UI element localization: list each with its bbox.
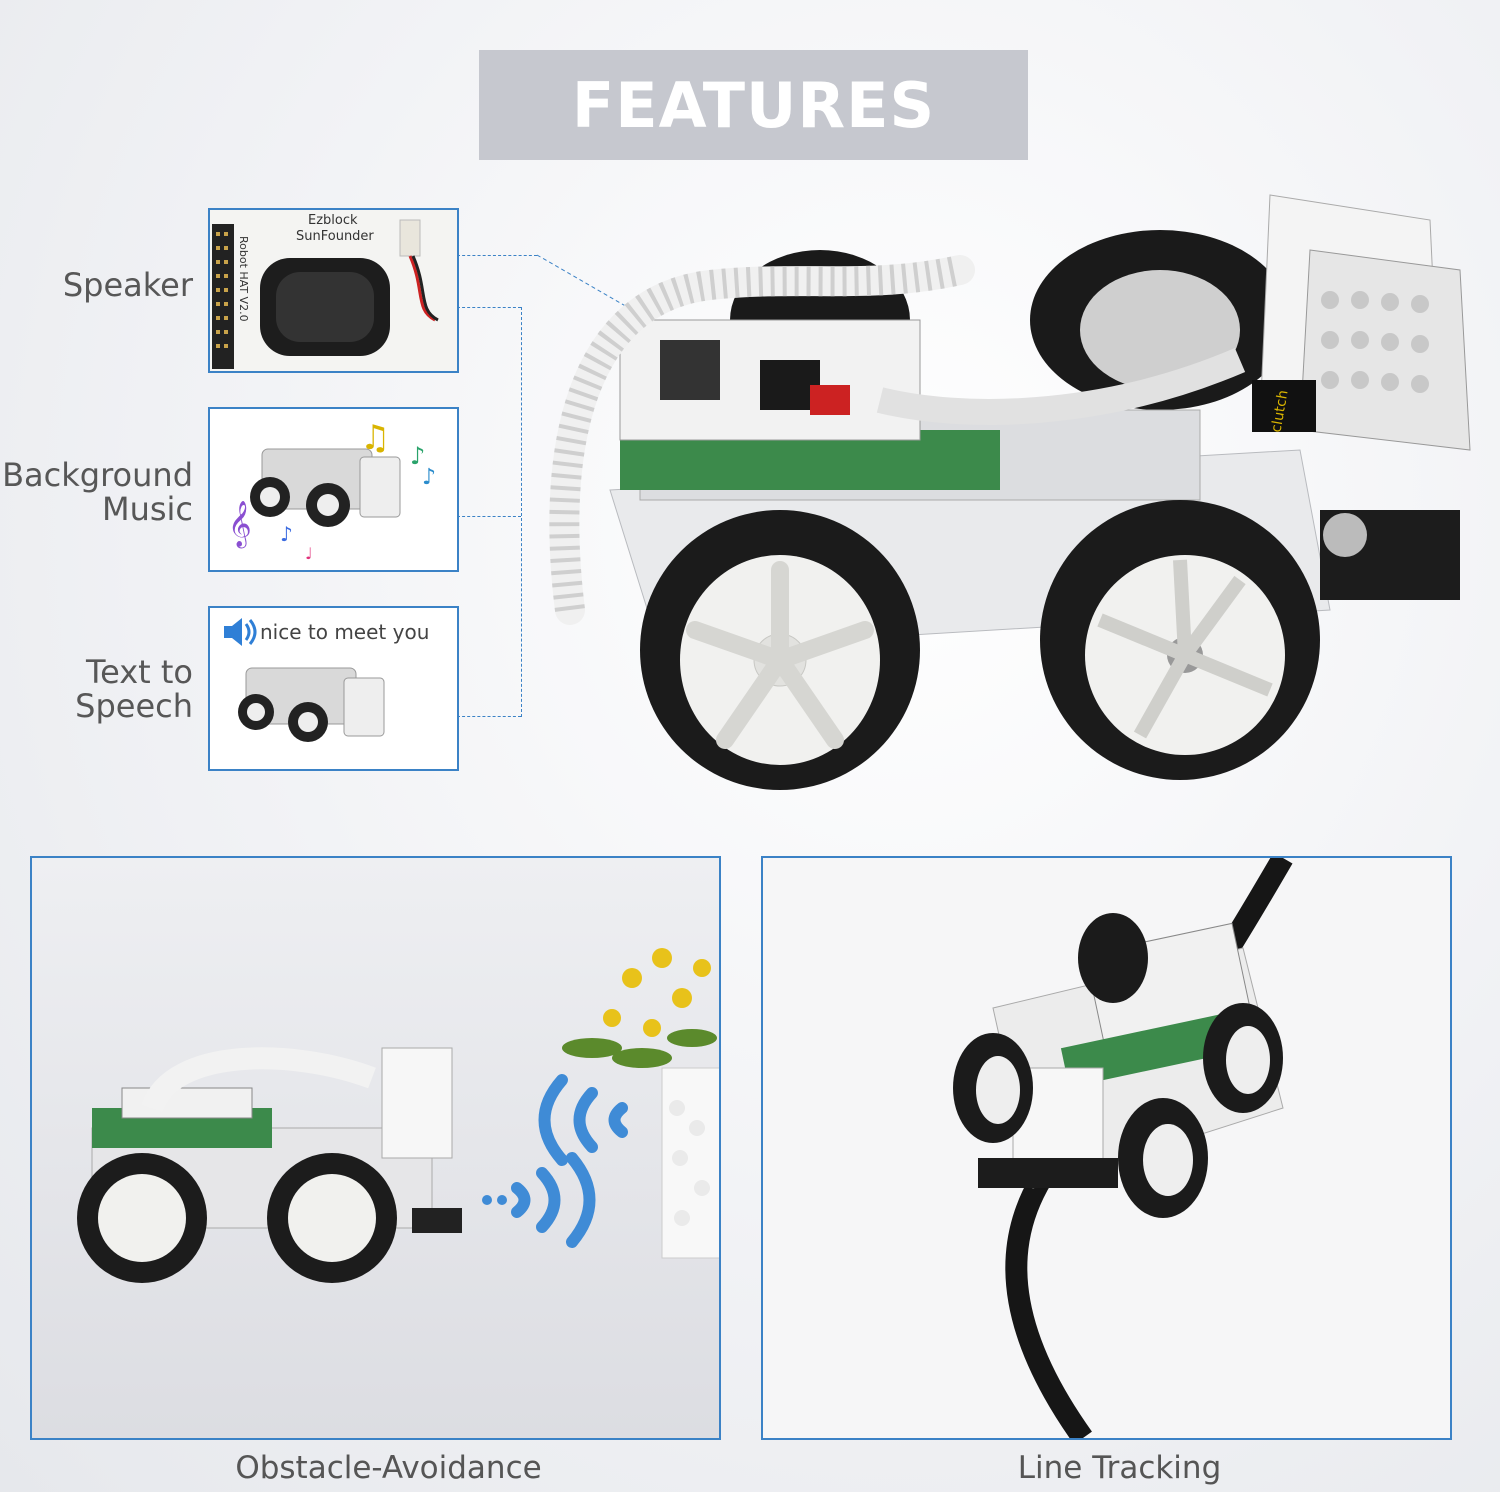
treble-clef-icon: 𝄞 <box>228 501 252 549</box>
text-to-speech-thumbnail: nice to meet you <box>208 606 459 771</box>
tts-phrase: nice to meet you <box>260 620 430 644</box>
music-note-icon: ♫ <box>360 418 390 458</box>
feature-label-speaker: Speaker <box>62 266 193 304</box>
speaker-thumbnail: Robot HAT V2.0 Ezblock SunFounder <box>208 208 459 373</box>
music-note-icon: ♩ <box>305 544 313 563</box>
board-name-text: Robot HAT V2.0 <box>237 236 250 322</box>
connector-line <box>521 307 522 717</box>
connector-line <box>457 307 521 308</box>
connector-line <box>457 255 537 256</box>
line-tracking-photo <box>761 856 1452 1440</box>
connector-line <box>457 516 521 517</box>
sunfounder-text: SunFounder <box>296 229 374 244</box>
speaker-volume-icon <box>224 618 257 646</box>
connector-line <box>457 716 521 717</box>
caption-line-tracking: Line Tracking <box>1017 1450 1222 1486</box>
sound-wave-icon <box>511 1152 596 1248</box>
sound-wave-icon <box>538 1074 628 1166</box>
music-note-icon: ♪ <box>410 442 425 470</box>
feature-label-background-music: Background Music <box>2 456 193 528</box>
feature-label-text-to-speech: Text to Speech <box>75 653 193 725</box>
ezblock-text: Ezblock <box>308 213 358 228</box>
mini-robot-icon <box>250 448 401 527</box>
music-note-icon: ♪ <box>280 522 293 546</box>
music-note-icon: ♪ <box>422 465 436 490</box>
mini-robot-icon <box>238 667 385 742</box>
caption-obstacle-avoidance: Obstacle-Avoidance <box>235 1450 542 1486</box>
features-title-box: FEATURES <box>479 50 1028 160</box>
obstacle-avoidance-photo <box>30 856 721 1440</box>
clutch-badge: clutch <box>1268 389 1291 434</box>
features-title: FEATURES <box>571 68 936 142</box>
background-music-thumbnail: ♫ ♪ ♪ 𝄞 ♪ ♩ <box>208 407 459 572</box>
robot-car-illustration: clutch <box>549 194 1471 790</box>
